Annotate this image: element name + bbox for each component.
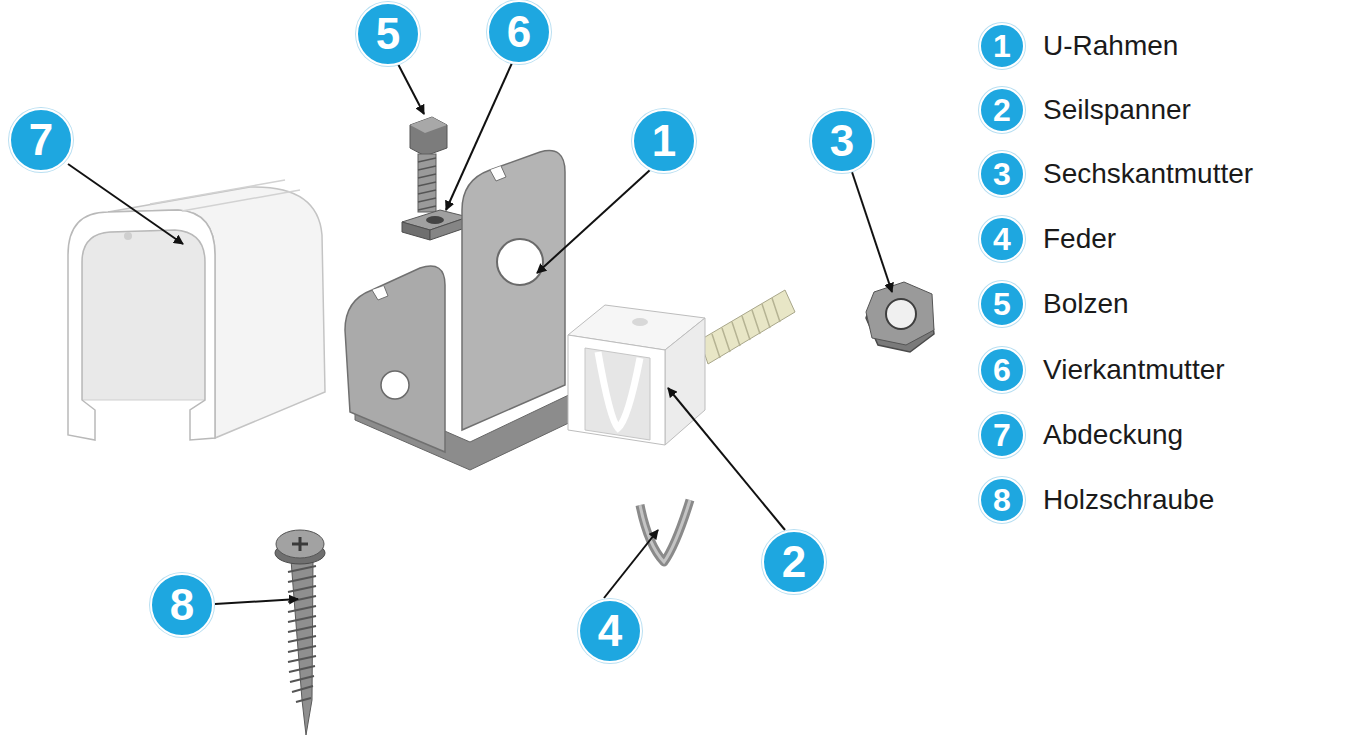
square-nut-hole — [426, 216, 444, 224]
screw-head — [276, 530, 324, 558]
tensioner-hole — [632, 318, 648, 326]
callout-number: 5 — [376, 12, 400, 56]
leader-arrow — [398, 64, 424, 114]
tensioner-rod — [700, 290, 795, 364]
callout-circle: 8 — [150, 573, 214, 637]
leader-arrow — [852, 172, 892, 292]
callout-number: 6 — [507, 10, 531, 54]
u-frame-part — [345, 151, 575, 470]
callout-circle: 1U-Rahmen — [979, 23, 1025, 69]
leader-arrow — [668, 388, 785, 530]
callout-number: 4 — [993, 223, 1011, 255]
part-name: Feder — [1043, 225, 1116, 253]
leader-arrow — [537, 170, 650, 273]
callout-number: 8 — [170, 583, 194, 627]
u-frame-notch — [490, 166, 506, 181]
square-nut-side — [402, 222, 430, 240]
part-name: Vierkantmutter — [1043, 356, 1225, 384]
part-name: Abdeckung — [1043, 421, 1183, 449]
part-name: U-Rahmen — [1043, 32, 1178, 60]
u-frame-right-plate — [462, 151, 565, 430]
u-frame-hole — [381, 371, 409, 399]
callout-circle: 2 — [762, 530, 826, 594]
callout-number: 3 — [830, 119, 854, 163]
spring-part — [640, 500, 690, 562]
callout-circle: 7Abdeckung — [979, 412, 1025, 458]
cover-front — [68, 210, 215, 440]
spring-highlight — [640, 500, 690, 562]
callout-circle: 4 — [578, 599, 642, 663]
u-frame-notch — [372, 286, 388, 300]
tensioner-ridge — [598, 352, 640, 428]
cover-edge — [150, 180, 285, 204]
callout-circle: 3 — [810, 109, 874, 173]
bolt-head-top — [410, 117, 447, 133]
callout-circle: 2Seilspanner — [979, 87, 1025, 133]
cover-part — [68, 180, 325, 440]
tensioner-opening — [585, 348, 650, 440]
wood-screw-part — [275, 530, 325, 735]
bolt-thread — [418, 158, 436, 210]
callout-number: 8 — [993, 484, 1011, 516]
callout-circle: 6Vierkantmutter — [979, 347, 1025, 393]
hex-nut-face — [866, 282, 934, 345]
hex-nut-hole — [886, 299, 916, 329]
leader-arrow — [446, 63, 512, 210]
cover-notch — [124, 232, 132, 240]
callout-number: 4 — [598, 609, 622, 653]
bolt-shaft — [418, 154, 436, 212]
tensioner-front — [568, 335, 665, 445]
bolt-part — [410, 117, 447, 212]
callout-number: 5 — [993, 288, 1011, 320]
tensioner-thread — [712, 298, 780, 358]
leader-arrow — [215, 599, 298, 604]
callout-circle: 8Holzschraube — [979, 477, 1025, 523]
hex-nut-part — [866, 282, 934, 352]
callout-number: 6 — [993, 354, 1011, 386]
callout-number: 1 — [993, 30, 1011, 62]
part-name: Seilspanner — [1043, 96, 1191, 124]
u-frame-hole — [497, 239, 543, 285]
callout-circle: 3Sechskantmutter — [979, 151, 1025, 197]
part-name: Holzschraube — [1043, 486, 1214, 514]
u-frame-left-plate — [345, 266, 445, 452]
callout-number: 7 — [29, 118, 53, 162]
callout-number: 2 — [993, 94, 1011, 126]
square-nut-part — [402, 210, 468, 240]
callout-number: 2 — [782, 540, 806, 584]
callout-circle: 6 — [487, 0, 551, 64]
bolt-head — [410, 117, 447, 156]
part-name: Bolzen — [1043, 290, 1129, 318]
screw-drive — [292, 537, 308, 551]
callout-circle: 5Bolzen — [979, 281, 1025, 327]
screw-thread — [288, 566, 316, 702]
callout-circle: 5 — [356, 2, 420, 66]
callout-number: 7 — [993, 419, 1011, 451]
callout-circle: 1 — [632, 109, 696, 173]
part-name: Sechskantmutter — [1043, 160, 1253, 188]
callout-circle: 4Feder — [979, 216, 1025, 262]
tensioner-part — [568, 290, 795, 445]
cover-inside — [82, 230, 205, 400]
spring-shape — [640, 500, 690, 562]
leader-arrow — [604, 530, 658, 598]
callout-number: 1 — [652, 119, 676, 163]
callout-number: 3 — [993, 158, 1011, 190]
callout-circle: 7 — [9, 108, 73, 172]
leader-arrow — [68, 164, 183, 244]
cover-edge — [182, 190, 300, 211]
leader-lines — [68, 63, 892, 604]
